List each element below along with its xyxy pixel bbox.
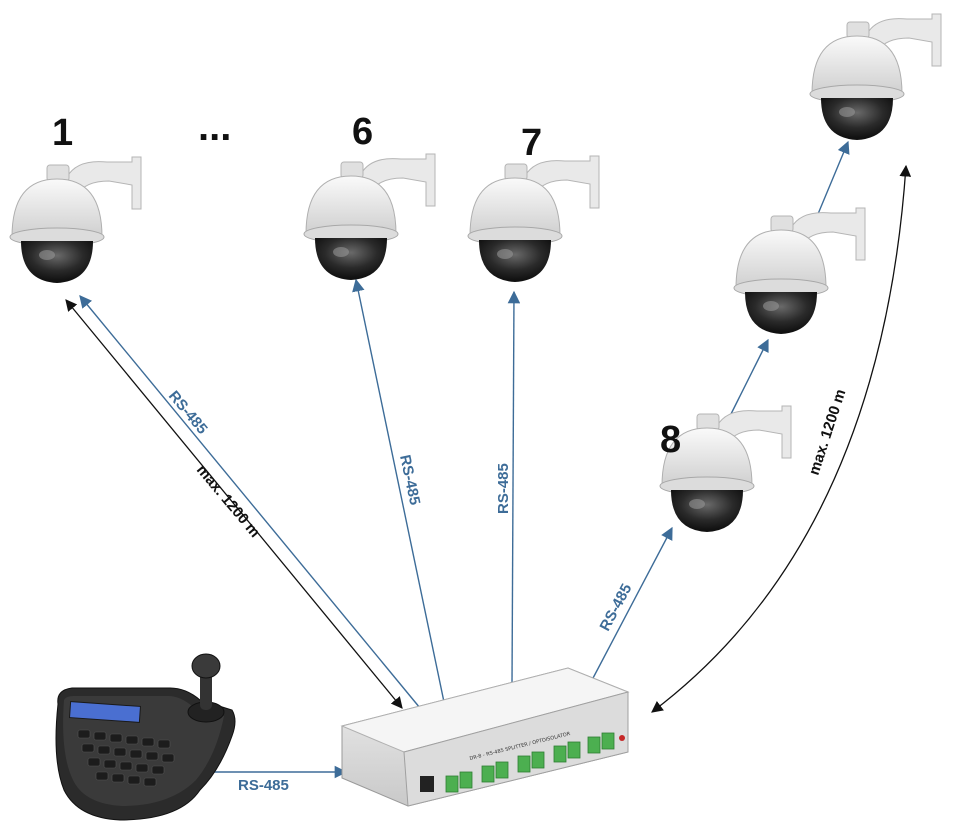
camera-8-label: 8	[660, 419, 681, 461]
distance-label-right: max. 1200 m	[806, 387, 850, 477]
link-cam9-cam10	[817, 140, 850, 215]
ptz-dome-camera-icon	[809, 13, 942, 141]
rs485-label-cam1: RS-485	[165, 388, 211, 438]
distance-line-right	[651, 164, 912, 713]
ptz-dome-camera-icon	[9, 156, 142, 284]
ptz-keyboard-controller-icon	[55, 653, 236, 821]
camera-1-label: 1	[52, 112, 73, 154]
camera-6-label: 6	[352, 111, 373, 153]
rs485-splitter-icon: DR-8 - RS-485 SPLITTER / OPTOISOLATOR	[340, 667, 630, 807]
camera-7-label: 7	[521, 122, 542, 164]
link-splitter-cam7	[507, 290, 521, 685]
link-splitter-cam8	[591, 526, 673, 681]
rs485-label-keyboard: RS-485	[238, 777, 289, 794]
distance-line-left	[65, 299, 403, 709]
ellipsis-label: ...	[198, 105, 231, 149]
link-splitter-cam1	[79, 295, 421, 709]
ptz-dome-camera-icon	[303, 153, 436, 281]
rs485-label-cam7: RS-485	[495, 463, 512, 514]
link-splitter-cam6	[352, 278, 445, 703]
ptz-camera-7	[467, 155, 600, 283]
rs485-label-cam6: RS-485	[396, 453, 423, 506]
ptz-dome-camera-icon	[467, 155, 600, 283]
ptz-camera-1	[9, 156, 142, 284]
ptz-dome-camera-icon	[733, 207, 866, 335]
ptz-camera-chain-2	[733, 207, 866, 335]
ptz-camera-6	[303, 153, 436, 281]
distance-label-left: max. 1200 m	[193, 462, 263, 541]
ptz-camera-chain-3	[809, 13, 942, 141]
link-cam8-cam9	[729, 338, 769, 417]
